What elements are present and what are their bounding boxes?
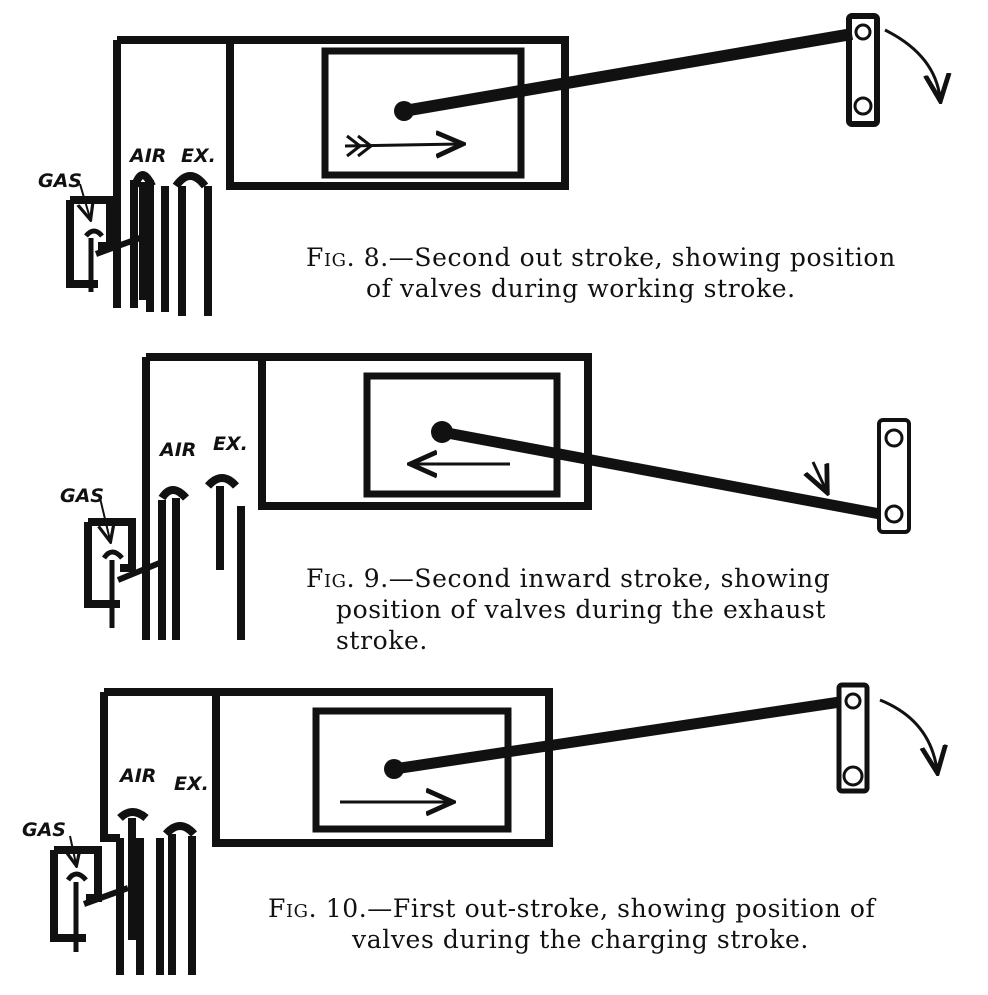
cylinder-wall — [142, 353, 592, 510]
gas-lever — [116, 559, 164, 583]
figure-prefix: Fig. — [306, 243, 356, 272]
gas-valve — [101, 549, 124, 628]
crankshaft — [842, 765, 864, 787]
exhaust-label: EX. — [213, 433, 248, 455]
air-valve — [131, 171, 156, 300]
piston — [363, 372, 561, 498]
connecting-rod — [393, 696, 841, 775]
exhaust-label: EX. — [174, 773, 209, 795]
figure-prefix: Fig. — [306, 564, 356, 593]
caption-line: position of valves during the exhaust — [336, 595, 827, 624]
gas-label: GAS — [38, 170, 82, 192]
figure-number: 10. — [325, 894, 368, 923]
rotation-arrow — [884, 28, 940, 98]
gas-arrow — [70, 835, 76, 864]
connecting-rod — [402, 28, 854, 117]
caption-line: Fig. 8.—Second out stroke, showing posit… — [306, 242, 966, 273]
exhaust-valve — [172, 172, 212, 316]
exhaust-valve — [204, 474, 245, 640]
caption-line: Fig. 10.—First out-stroke, showing posit… — [268, 893, 968, 924]
rotation-arrow — [879, 698, 937, 770]
gas-label: GAS — [60, 485, 104, 507]
gas-arrow — [100, 497, 110, 540]
air-valve — [158, 486, 190, 640]
air-valve — [117, 808, 149, 940]
caption-line: stroke. — [336, 626, 428, 655]
valve-port-block — [142, 500, 180, 640]
crank-arm — [836, 682, 870, 794]
figure-number: 9. — [363, 564, 389, 593]
stroke-direction-arrow — [344, 144, 460, 146]
arrow-feather — [346, 134, 374, 158]
crankshaft — [884, 504, 904, 524]
exhaust-label: EX. — [181, 145, 216, 167]
gas-valve — [65, 871, 88, 952]
crank-arm — [846, 13, 880, 127]
piston — [321, 47, 525, 179]
crank-arm — [877, 418, 911, 534]
figure-number: 8. — [363, 243, 389, 272]
figure-9-caption: Fig. 9.—Second inward stroke, showing po… — [306, 563, 966, 656]
cylinder-wall — [113, 36, 569, 190]
caption-text: —First out-stroke, showing position of — [367, 894, 876, 923]
gas-valve — [84, 228, 104, 292]
gas-valve-box — [84, 518, 136, 608]
piston — [312, 707, 512, 833]
figure-9-diagram: GAS AIR EX. — [60, 353, 911, 640]
rotation-arrow — [813, 461, 826, 490]
gas-label: GAS — [22, 819, 66, 841]
air-label: AIR — [128, 145, 166, 167]
crank-pin — [844, 692, 862, 710]
caption-text: —Second inward stroke, showing — [388, 564, 831, 593]
crank-pin — [884, 428, 904, 448]
exhaust-valve — [162, 822, 198, 975]
figure-prefix: Fig. — [268, 894, 318, 923]
caption-line: Fig. 9.—Second inward stroke, showing — [306, 563, 966, 594]
figure-10-caption: Fig. 10.—First out-stroke, showing posit… — [268, 893, 968, 955]
crankshaft — [853, 96, 873, 116]
caption-line: valves during the charging stroke. — [352, 925, 809, 954]
caption-text: —Second out stroke, showing position — [388, 243, 896, 272]
caption-line: of valves during working stroke. — [366, 274, 796, 303]
gas-arrow — [80, 183, 90, 218]
crank-pin — [854, 23, 872, 41]
figure-10-diagram: GAS AIR EX. — [22, 682, 937, 975]
cylinder-wall — [100, 688, 553, 847]
air-label: AIR — [158, 439, 196, 461]
valve-port-block — [116, 838, 164, 975]
figure-8-diagram: GAS AIR EX. — [38, 13, 940, 316]
air-label: AIR — [118, 765, 156, 787]
connecting-rod — [440, 426, 882, 520]
gas-lever — [82, 885, 130, 907]
gas-lever — [94, 235, 142, 257]
figure-8-caption: Fig. 8.—Second out stroke, showing posit… — [306, 242, 966, 304]
